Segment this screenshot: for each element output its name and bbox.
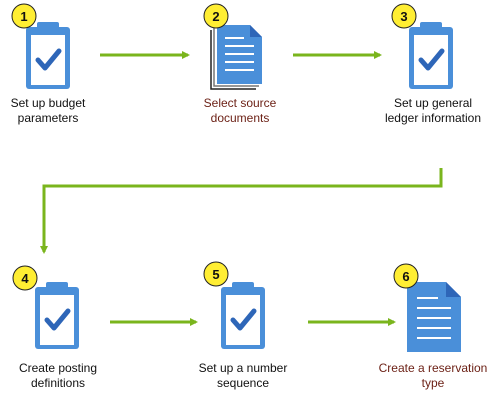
step-6-number-badge: 6 [393,263,419,289]
step-3-clipboard-icon [409,22,453,89]
step-4-number-badge: 4 [12,265,38,291]
step-6-number: 6 [402,269,409,284]
step-1-label: Set up budget parameters [10,96,86,125]
step-4-number: 4 [21,271,29,286]
step-3-number-badge: 3 [391,3,417,29]
step-5-label: Set up a number sequence [198,361,288,390]
step-1-number: 1 [20,9,27,24]
step-2-number-badge: 2 [203,3,229,29]
step-1-number-badge: 1 [11,3,37,29]
step-3-number: 3 [400,9,407,24]
step-1-clipboard-icon [26,22,70,89]
step-3-label: Set up general ledger information [384,96,482,125]
step-4-clipboard-icon [35,282,79,349]
step-5-number: 5 [212,267,219,282]
step-2-label: Select source documents [203,96,277,125]
step-6-label: Create a reservation type [378,361,488,390]
step-4-label: Create posting definitions [18,361,98,390]
step-6-document-icon [407,282,461,352]
arrow-step3-to-step4 [40,168,443,254]
step-2-number: 2 [212,9,219,24]
step-2-documents-stack-icon [210,25,262,90]
step-5-number-badge: 5 [203,261,229,287]
step-5-clipboard-icon [221,282,265,349]
